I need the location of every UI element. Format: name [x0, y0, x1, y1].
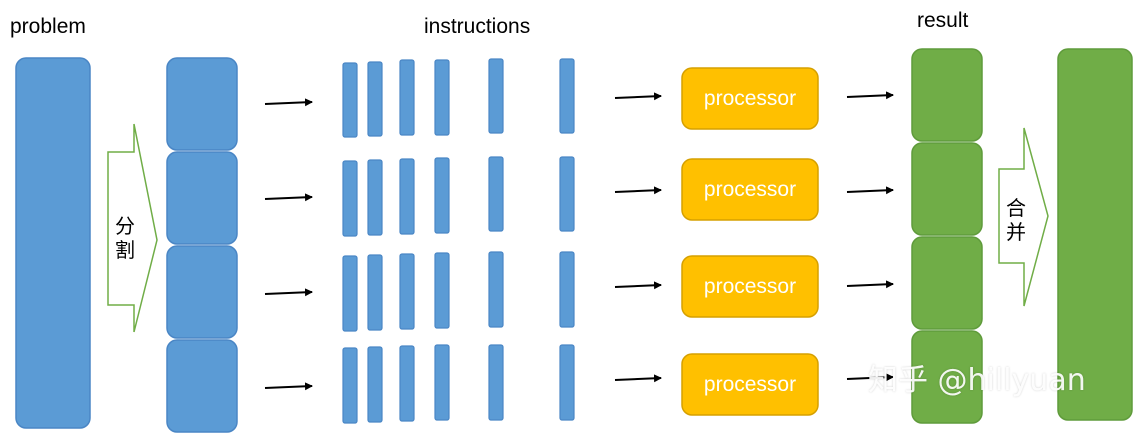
processor-label-1: processor: [703, 87, 797, 110]
processor-box-2: [681, 158, 819, 221]
problem-chunk-4: [166, 339, 238, 433]
result-block-1: [911, 48, 983, 142]
instruction-bar: [559, 344, 575, 421]
instruction-row-4: [342, 344, 575, 424]
chunk-to-instructions-arrow-1: [264, 98, 313, 107]
result-label: result: [917, 9, 969, 32]
processor-label-2: processor: [703, 178, 797, 201]
problem-block: [15, 57, 91, 429]
instruction-bar: [367, 159, 383, 236]
instruction-bar: [367, 254, 383, 331]
instruction-bar: [559, 58, 575, 134]
instruction-bar: [434, 252, 450, 329]
merge-hollow-arrow: [998, 127, 1049, 307]
instructions-to-processor-arrow-1: [614, 92, 662, 101]
instruction-bar: [434, 59, 450, 136]
result-block-3: [911, 236, 983, 330]
instruction-row-2: [342, 156, 575, 237]
instruction-bar: [399, 59, 415, 136]
instruction-bar: [488, 156, 504, 232]
instruction-bar: [399, 253, 415, 330]
problem-label: problem: [10, 15, 86, 38]
instruction-bar: [367, 346, 383, 423]
processor-label-4: processor: [703, 373, 797, 396]
processor-to-result-arrow-2: [846, 186, 894, 195]
instruction-bar: [434, 344, 450, 421]
instruction-bar: [342, 255, 358, 332]
instruction-bar: [342, 62, 358, 138]
problem-chunk-2: [166, 151, 238, 245]
merged-result-block: [1057, 48, 1133, 421]
instruction-row-1: [342, 58, 575, 138]
instruction-row-3: [342, 251, 575, 332]
instruction-bar: [399, 345, 415, 422]
processor-box-1: [681, 67, 819, 130]
instruction-bar: [488, 58, 504, 134]
instruction-bar: [367, 61, 383, 137]
instruction-bar: [488, 344, 504, 421]
instruction-bar: [342, 160, 358, 237]
split-hollow-arrow: [107, 123, 158, 333]
processor-box-3: [681, 255, 819, 318]
instructions-to-processor-arrow-3: [614, 281, 662, 290]
result-block-4: [911, 330, 983, 424]
split-label: 分 割: [115, 214, 135, 262]
instruction-bar: [488, 251, 504, 328]
problem-chunk-3: [166, 245, 238, 339]
problem-chunk-1: [166, 57, 238, 151]
processor-to-result-arrow-1: [846, 91, 894, 100]
chunk-to-instructions-arrow-3: [264, 288, 313, 297]
result-block-2: [911, 142, 983, 236]
merge-label: 合 并: [1006, 196, 1026, 244]
instruction-bar: [434, 157, 450, 234]
processor-to-result-arrow-4: [846, 373, 894, 382]
instruction-bar: [399, 158, 415, 235]
instruction-bar: [559, 251, 575, 328]
processor-box-4: [681, 353, 819, 416]
instructions-label: instructions: [424, 15, 531, 38]
processor-to-result-arrow-3: [846, 280, 894, 289]
chunk-to-instructions-arrow-4: [264, 382, 313, 391]
instructions-to-processor-arrow-2: [614, 186, 662, 195]
chunk-to-instructions-arrow-2: [264, 193, 313, 202]
processor-label-3: processor: [703, 275, 797, 298]
instruction-bar: [342, 347, 358, 424]
instruction-bar: [559, 156, 575, 232]
watermark: 知乎 @hillyuan: [868, 363, 1086, 398]
instructions-to-processor-arrow-4: [614, 374, 662, 383]
